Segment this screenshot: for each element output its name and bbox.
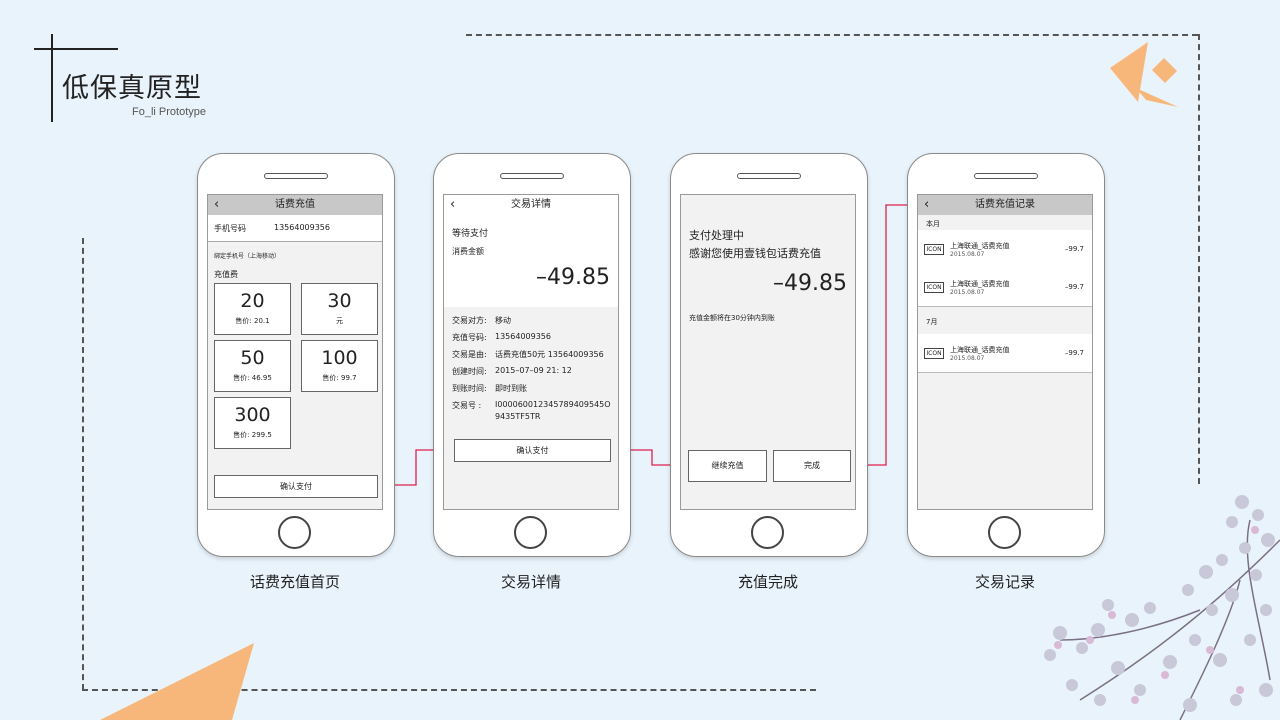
section-label: 充值费 [214,270,238,279]
month-header-current: 本月 [926,220,940,228]
phone-speaker [974,173,1038,179]
title-horizontal-line [34,48,118,50]
detail-row: 交易是由:话费充值50元 13564009356 [452,350,604,359]
nav-bar: ‹ 交易详情 [444,195,618,215]
caption-transaction-detail: 交易详情 [500,573,561,591]
continue-recharge-button[interactable]: 继续充值 [688,450,767,482]
detail-row: 到账时间:即时到账 [452,384,527,393]
nav-bar: ‹ 话费充值记录 [918,195,1092,215]
back-arrow-icon[interactable]: ‹ [924,197,930,212]
nav-title: 交易详情 [511,199,551,210]
orange-diamond [1152,58,1177,83]
orange-triangle-1 [1110,42,1148,102]
amount-label: 消费金额 [452,247,484,256]
record-row[interactable]: ICON 上海联通_话费充值 2015.08.07 –99.7 [918,268,1092,307]
connector-3-4 [852,204,922,466]
processing-text: 支付处理中 [689,229,744,242]
phone-screen: 支付处理中 感谢您使用壹钱包话费充值 –49.85 充值金额将在30分钟内到账 … [680,194,856,510]
page-subtitle: Fo_li Prototype [132,106,206,118]
caption-recharge-complete: 充值完成 [737,573,798,591]
home-button[interactable] [751,516,784,549]
title-vertical-line [51,34,53,122]
caption-transaction-records: 交易记录 [974,573,1035,591]
back-arrow-icon[interactable]: ‹ [450,197,456,212]
payment-status: 等待支付 [452,229,489,239]
detail-row-continued: 9435TF5TR [495,412,541,421]
connector-2-3 [612,449,686,466]
record-icon: ICON [924,348,944,359]
back-arrow-icon[interactable]: ‹ [214,197,220,212]
record-row[interactable]: ICON 上海联通_话费充值 2015.08.07 –99.7 [918,334,1092,373]
phone-speaker [500,173,564,179]
phone-screen: ‹ 交易详情 等待支付 消费金额 –49.85 交易对方:移动 充值号码:135… [443,194,619,510]
nav-title: 话费充值 [275,199,315,210]
dashed-border-bottom [82,689,816,691]
phone-label: 手机号码 [214,224,246,233]
binding-note: 绑定手机号（上海移动） [214,253,281,260]
month-header-july: 7月 [926,318,938,326]
record-icon: ICON [924,244,944,255]
record-row[interactable]: ICON 上海联通_话费充值 2015.08.07 –99.7 [918,230,1092,269]
detail-row: 充值号码:13564009356 [452,332,551,342]
phone-number: 13564009356 [274,223,330,232]
home-button[interactable] [278,516,311,549]
amount-panel [444,215,618,307]
phone-screen: ‹ 话费充值记录 本月 ICON 上海联通_话费充值 2015.08.07 –9… [917,194,1093,510]
record-icon: ICON [924,282,944,293]
amount-value: –49.85 [536,265,610,290]
dashed-border-right [1198,34,1200,484]
phone-screen: ‹ 话费充值 手机号码 13564009356 绑定手机号（上海移动） 充值费 … [207,194,383,510]
phone-recharge-home: ‹ 话费充值 手机号码 13564009356 绑定手机号（上海移动） 充值费 … [197,153,395,557]
thanks-text: 感谢您使用壹钱包话费充值 [689,247,821,260]
orange-triangle-bottom [100,643,254,720]
arrival-note: 充值金额将在30分钟内到账 [689,314,775,322]
done-button[interactable]: 完成 [773,450,851,482]
phone-transaction-records: ‹ 话费充值记录 本月 ICON 上海联通_话费充值 2015.08.07 –9… [907,153,1105,557]
nav-bar: ‹ 话费充值 [208,195,382,215]
phone-speaker [737,173,801,179]
detail-row: 创建时间:2015–07–09 21: 12 [452,366,572,376]
phone-transaction-detail: ‹ 交易详情 等待支付 消费金额 –49.85 交易对方:移动 充值号码:135… [433,153,631,557]
flower-clusters [1044,495,1275,712]
home-button[interactable] [514,516,547,549]
confirm-pay-button[interactable]: 确认支付 [454,439,611,462]
detail-row: 交易对方:移动 [452,316,511,325]
phone-number-row[interactable]: 手机号码 13564009356 [208,215,382,242]
nav-title: 话费充值记录 [975,199,1035,210]
orange-triangle-2 [1136,88,1178,107]
detail-list: 交易对方:移动 充值号码:13564009356 交易是由:话费充值50元 13… [452,315,617,424]
detail-row: 交易号 :I000060012345789409545O [452,400,611,410]
phone-recharge-complete: 支付处理中 感谢您使用壹钱包话费充值 –49.85 充值金额将在30分钟内到账 … [670,153,868,557]
home-button[interactable] [988,516,1021,549]
amount-value: –49.85 [773,271,847,296]
caption-recharge-home: 话费充值首页 [249,573,340,591]
confirm-pay-button[interactable]: 确认支付 [214,475,378,498]
dashed-border-left [82,238,84,690]
dashed-border-top [466,34,1198,36]
page-title: 低保真原型 [62,73,202,104]
phone-speaker [264,173,328,179]
